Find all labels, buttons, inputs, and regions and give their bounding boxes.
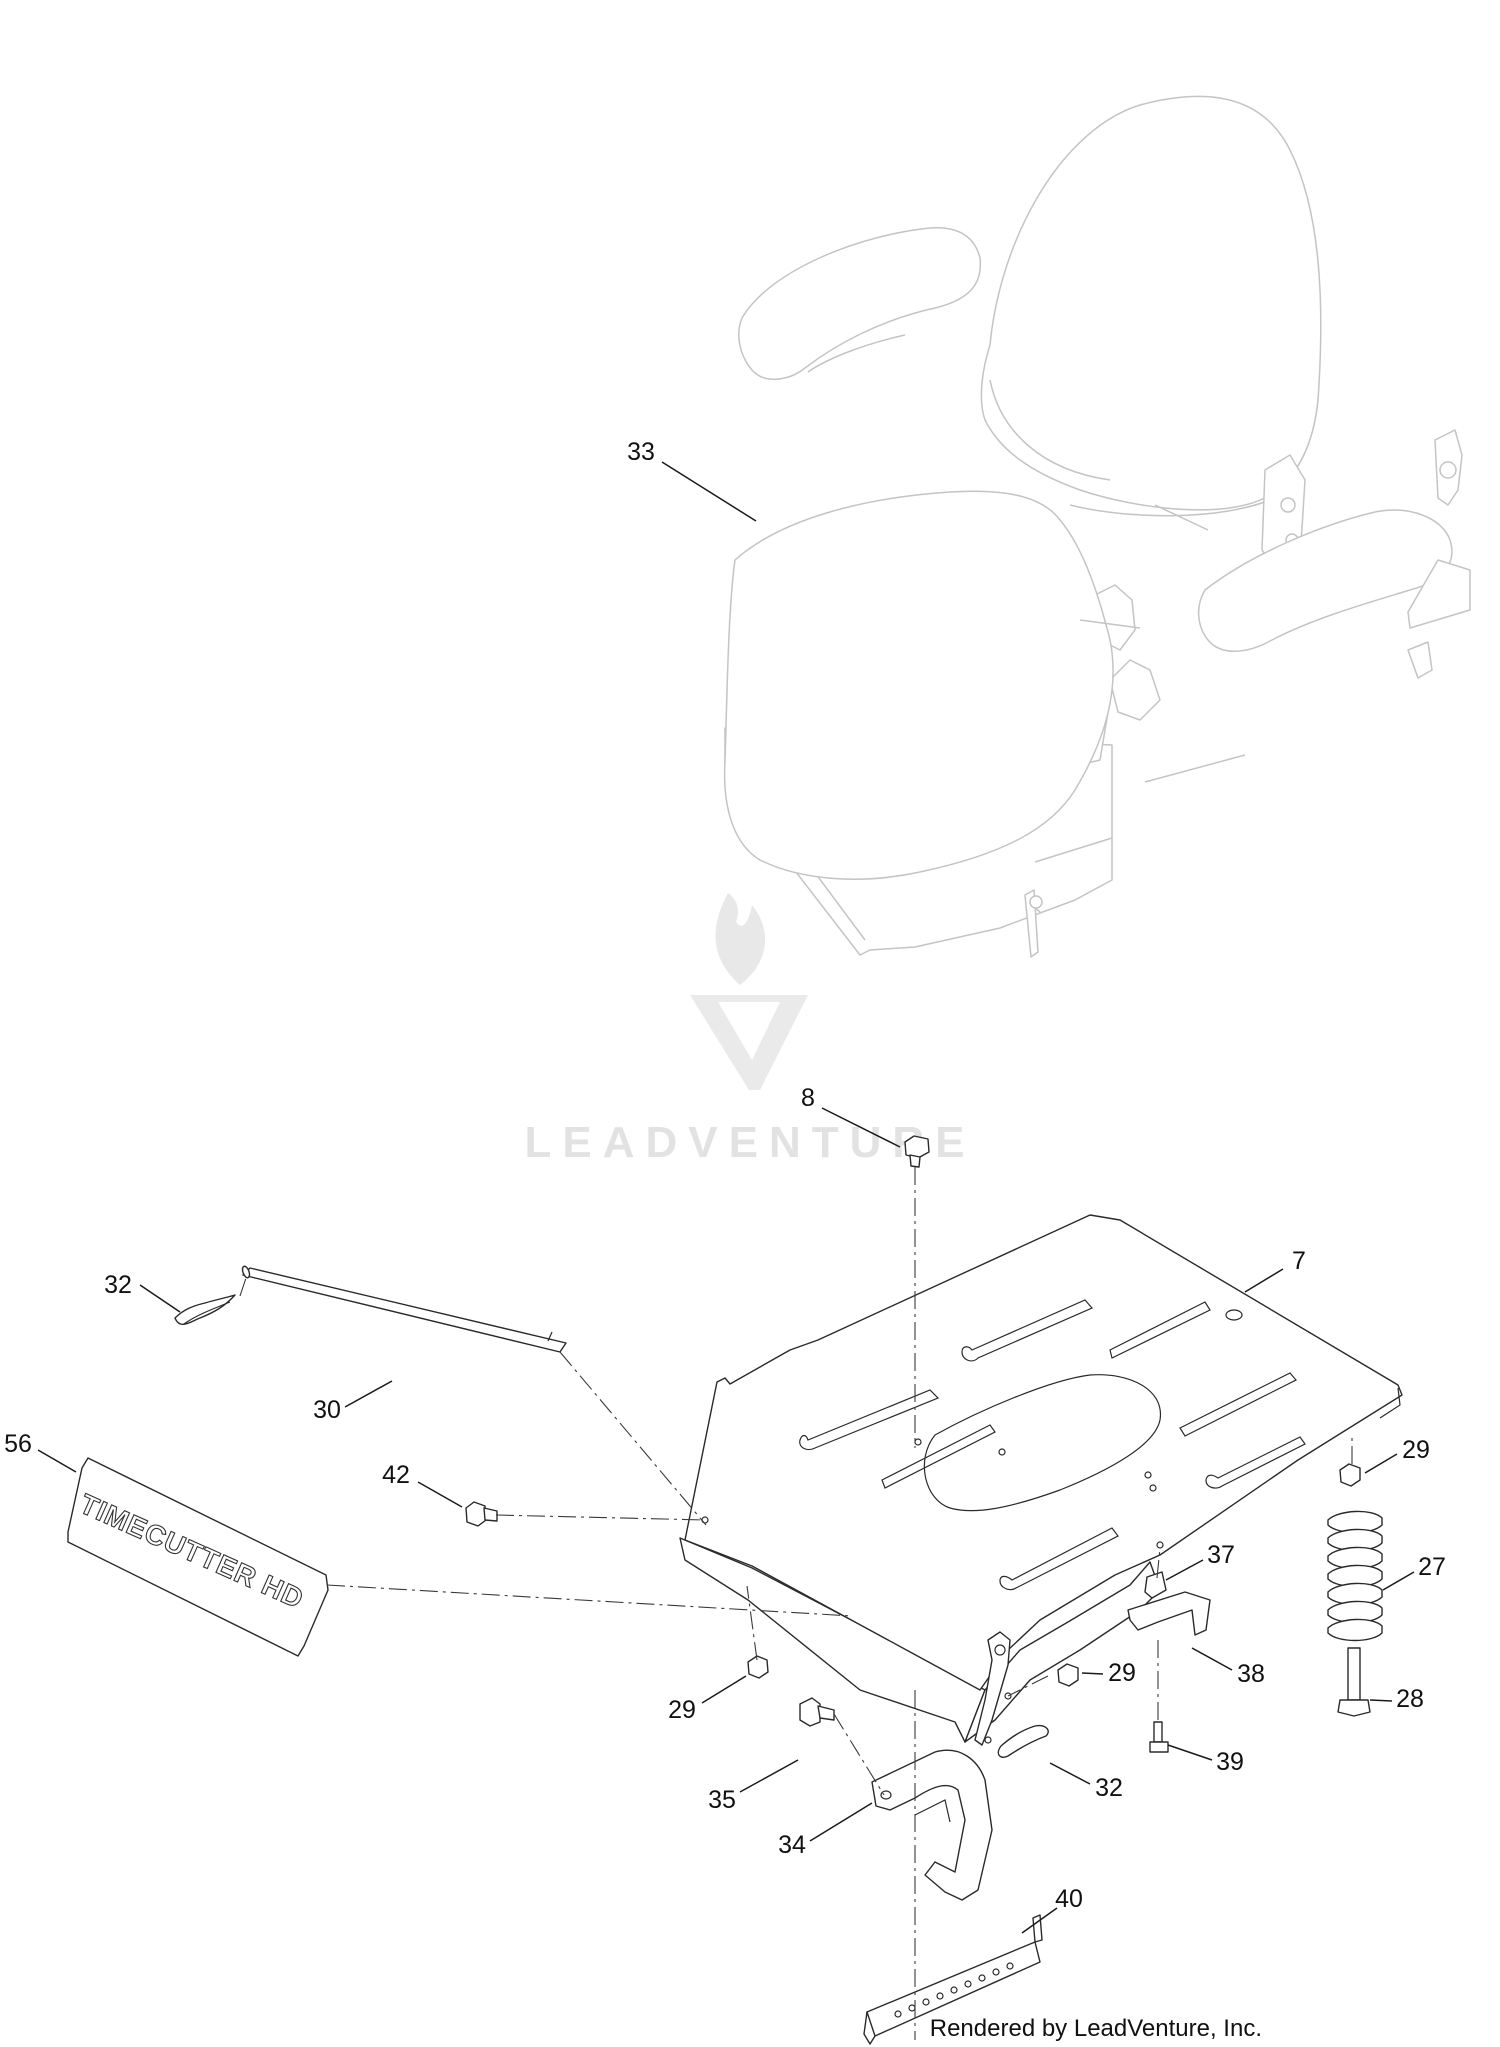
callout-35: 35 [708, 1786, 736, 1814]
watermark-logo [690, 893, 808, 1090]
callouts: 33 8 7 32 30 56 42 29 27 37 38 28 29 29 … [4, 438, 1446, 1913]
callout-29-left: 29 [668, 1696, 696, 1724]
screw-42 [465, 1501, 498, 1527]
seat-assembly [723, 95, 1471, 958]
clip-nut-37 [1144, 1571, 1167, 1599]
callout-34: 34 [778, 1831, 806, 1859]
callout-8: 8 [801, 1084, 815, 1112]
rendered-by-credit: Rendered by LeadVenture, Inc. [930, 2015, 1262, 2042]
compression-spring [1327, 1510, 1383, 1642]
callout-30: 30 [313, 1396, 341, 1424]
callout-39: 39 [1216, 1748, 1244, 1776]
callout-38: 38 [1237, 1660, 1265, 1688]
callout-32-top: 32 [104, 1271, 132, 1299]
flange-bolt-8 [904, 1135, 930, 1168]
pivot-rod [241, 1265, 567, 1353]
seat-plate [679, 1214, 1403, 1746]
callout-32-bottom: 32 [1095, 1774, 1123, 1802]
nut-29-right [1339, 1463, 1361, 1487]
adjuster-rail-40 [863, 1914, 1043, 2045]
hairpin-clip-left [174, 1294, 236, 1326]
hairpin-clip-right [997, 1724, 1049, 1758]
flange-bolt-28 [1337, 1647, 1371, 1717]
callout-28: 28 [1396, 1685, 1424, 1713]
latch-bracket-34 [871, 1749, 993, 1901]
callout-37: 37 [1207, 1541, 1235, 1569]
nut-29-middle [1057, 1663, 1079, 1687]
callout-7: 7 [1292, 1247, 1306, 1275]
callout-56: 56 [4, 1430, 32, 1458]
assembly-lines [239, 1167, 1353, 2040]
callout-33: 33 [627, 438, 655, 466]
callout-27: 27 [1418, 1553, 1446, 1581]
nut-29-left [747, 1655, 769, 1679]
callout-40: 40 [1055, 1885, 1083, 1913]
callout-29-middle: 29 [1108, 1659, 1136, 1687]
bracket-38 [1127, 1591, 1211, 1636]
leader-lines [37, 461, 1415, 1934]
timecutter-decal: TIMECUTTER HD [67, 1457, 329, 1657]
screw-39 [1149, 1721, 1169, 1753]
callout-42: 42 [382, 1461, 410, 1489]
callout-29-right: 29 [1402, 1436, 1430, 1464]
shoulder-bolt-35 [799, 1697, 835, 1727]
